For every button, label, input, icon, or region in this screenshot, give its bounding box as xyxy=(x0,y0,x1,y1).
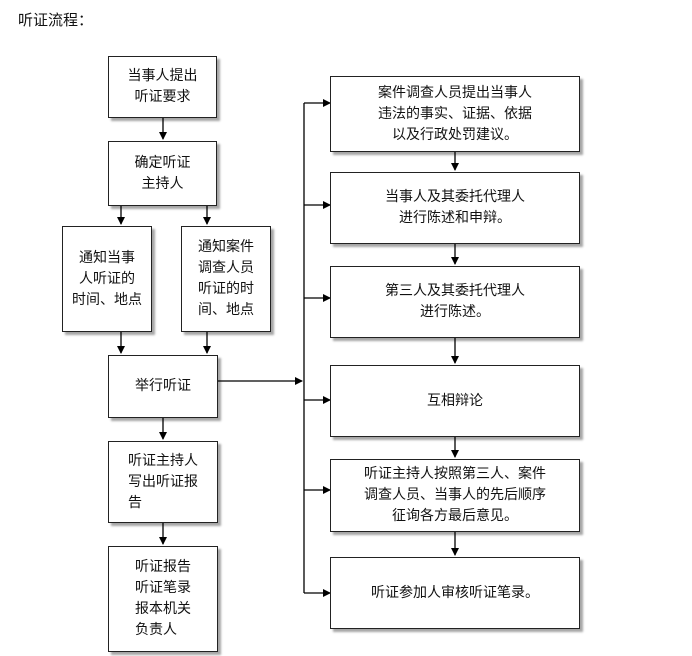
step-hold-hearing: 举行听证 xyxy=(108,355,218,418)
right-step-final-opinions-text: 听证主持人按照第三人、案件 调查人员、当事人的先后顺序 征询各方最后意见。 xyxy=(364,466,546,524)
step-notify-investigator: 通知案件 调查人员 听证的时 间、地点 xyxy=(181,226,271,332)
right-step-review-record-text: 听证参加人审核听证笔录。 xyxy=(371,584,539,601)
step-notify-party-text: 通知当事 人听证的 时间、地点 xyxy=(72,249,142,308)
right-step-party-statement: 当事人及其委托代理人 进行陈述和申辩。 xyxy=(330,172,580,244)
right-step-review-record: 听证参加人审核听证笔录。 xyxy=(330,557,580,629)
step-write-report: 听证主持人 写出听证报 告 xyxy=(108,441,218,523)
step-hold-hearing-text: 举行听证 xyxy=(135,378,191,394)
step-submit-report-text: 听证报告 听证笔录 报本机关 负责人 xyxy=(135,559,191,638)
step-submit-report: 听证报告 听证笔录 报本机关 负责人 xyxy=(108,546,218,652)
right-step-party-statement-text: 当事人及其委托代理人 进行陈述和申辩。 xyxy=(385,189,525,226)
step-notify-investigator-text: 通知案件 调查人员 听证的时 间、地点 xyxy=(198,239,254,318)
step-request-hearing-text: 当事人提出 听证要求 xyxy=(127,68,198,105)
step-request-hearing: 当事人提出 听证要求 xyxy=(108,56,217,118)
step-determine-host: 确定听证 主持人 xyxy=(108,141,217,206)
step-write-report-text: 听证主持人 写出听证报 告 xyxy=(128,452,198,511)
step-notify-party: 通知当事 人听证的 时间、地点 xyxy=(62,226,152,332)
right-step-debate: 互相辩论 xyxy=(330,365,580,437)
step-determine-host-text: 确定听证 主持人 xyxy=(134,154,191,192)
right-step-investigator-statement: 案件调查人员提出当事人 违法的事实、证据、依据 以及行政处罚建议。 xyxy=(330,76,580,152)
right-step-final-opinions: 听证主持人按照第三人、案件 调查人员、当事人的先后顺序 征询各方最后意见。 xyxy=(330,459,580,532)
right-step-debate-text: 互相辩论 xyxy=(427,392,483,409)
right-step-third-party-statement-text: 第三人及其委托代理人 进行陈述。 xyxy=(385,283,525,320)
right-step-investigator-statement-text: 案件调查人员提出当事人 违法的事实、证据、依据 以及行政处罚建议。 xyxy=(378,84,532,143)
right-step-third-party-statement: 第三人及其委托代理人 进行陈述。 xyxy=(330,266,580,338)
page-title: 听证流程： xyxy=(18,11,94,29)
